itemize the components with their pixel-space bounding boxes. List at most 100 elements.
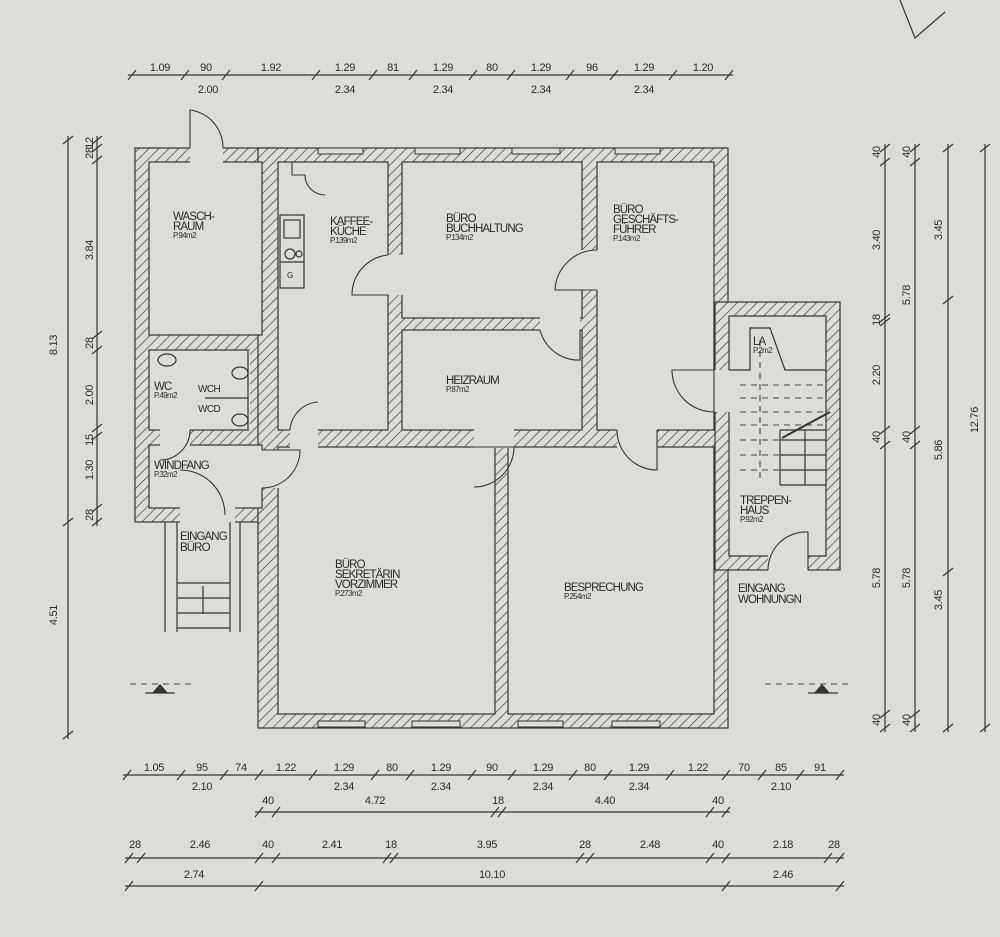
windows xyxy=(317,147,661,728)
dimension-tick xyxy=(757,769,767,781)
dimension-tick xyxy=(370,769,380,781)
dimension-bottom-3: 2.48 xyxy=(640,839,660,851)
dimension-right-3: 3.45 xyxy=(933,220,945,240)
dimension-tick xyxy=(254,769,264,781)
dimension-tick xyxy=(136,852,146,864)
dimension-tick xyxy=(942,567,954,577)
dimension-tick xyxy=(909,709,921,719)
dimension-tick xyxy=(879,440,891,450)
dimension-tick xyxy=(389,852,399,864)
dimension-tick xyxy=(705,806,715,818)
dimension-tick xyxy=(91,143,103,153)
dimension-right-1: 40 xyxy=(871,714,883,726)
dimension-bottom-3: 40 xyxy=(262,839,274,851)
dimension-right-3: 5.86 xyxy=(933,440,945,460)
room-area-la: P.2m2 xyxy=(753,346,773,355)
dimension-tick xyxy=(62,135,74,145)
dimension-bottom-3: 28 xyxy=(129,839,141,851)
dimension-tick xyxy=(795,769,805,781)
dimension-bottom-4: 2.74 xyxy=(184,869,204,881)
room-label-la: LA xyxy=(753,336,766,348)
dimension-left-inner: 28 xyxy=(84,509,96,521)
room-area-buchhaltung: P.134m2 xyxy=(446,233,474,242)
room-buchhaltung xyxy=(401,161,583,319)
dimension-tick xyxy=(942,143,954,153)
entrance-label-buero: EINGANG xyxy=(180,531,228,543)
dimension-right-4: 12.76 xyxy=(969,407,981,433)
dimension-tick xyxy=(879,425,891,435)
room-label-waschraum: WASCH- xyxy=(173,211,215,223)
dimension-bottom-1-upper: 91 xyxy=(814,762,826,774)
dimension-tick xyxy=(879,709,891,719)
room-label-sekretaerin: BÜRO xyxy=(335,559,366,571)
dimension-right-3: 3.45 xyxy=(933,590,945,610)
dimension-top-upper: 81 xyxy=(387,62,399,74)
dimension-tick xyxy=(271,806,281,818)
section-marker-right xyxy=(765,683,850,694)
room-label-geschaeftsfuehrer: BÜRO xyxy=(613,204,644,216)
dimension-bottom-1-lower: 2.34 xyxy=(334,781,354,793)
dimension-tick xyxy=(91,503,103,513)
dimension-tick xyxy=(468,69,478,81)
room-area-sekretaerin: P.273m2 xyxy=(335,589,363,598)
dimension-right-2: 40 xyxy=(901,431,913,443)
room-label-treppenhaus: TREPPEN- xyxy=(740,495,792,507)
dimension-tick xyxy=(91,155,103,165)
dimension-tick xyxy=(879,723,891,733)
dimension-bottom-2: 18 xyxy=(492,795,504,807)
room-kaffeekueche xyxy=(277,161,389,431)
dimension-right-2: 5.78 xyxy=(901,285,913,305)
dimension-bottom-1-upper: 85 xyxy=(775,762,787,774)
dimension-tick xyxy=(603,769,613,781)
room-label-besprechung: BESPRECHUNG xyxy=(564,582,644,594)
room-geschaeftsfuehrer xyxy=(596,161,715,431)
dimension-tick xyxy=(180,69,190,81)
dimension-top-lower: 2.00 xyxy=(198,84,218,96)
dimension-tick xyxy=(568,769,578,781)
room-label-waschraum: RAUM xyxy=(173,221,204,233)
dimension-right-1: 5.78 xyxy=(871,568,883,588)
dimension-tick xyxy=(721,769,731,781)
dimension-bottom-3: 2.41 xyxy=(322,839,342,851)
dimension-tick xyxy=(91,431,103,441)
dimension-top-lower: 2.34 xyxy=(531,84,551,96)
dimension-top-upper: 1.29 xyxy=(634,62,654,74)
dimension-bottom-1-upper: 1.22 xyxy=(688,762,708,774)
dimension-top-upper: 1.29 xyxy=(433,62,453,74)
dimension-tick xyxy=(219,769,229,781)
room-besprechung xyxy=(507,446,715,715)
staircase xyxy=(729,327,831,486)
entrance-steps xyxy=(164,522,241,632)
dimension-top-lower: 2.34 xyxy=(634,84,654,96)
room-label-kaffeekueche: KÜCHE xyxy=(330,226,367,238)
dimension-tick xyxy=(254,852,264,864)
dimension-bottom-1-lower: 2.34 xyxy=(431,781,451,793)
room-area-besprechung: P.254m2 xyxy=(564,592,592,601)
room-label-kaffeekueche: KAFFEE- xyxy=(330,216,373,228)
dimension-left-inner: 1.30 xyxy=(84,460,96,480)
dimension-tick xyxy=(909,723,921,733)
dimension-right-1: 18 xyxy=(871,314,883,326)
dimension-tick xyxy=(879,157,891,167)
dimension-top-upper: 1.92 xyxy=(261,62,281,74)
dimension-bottom-1-upper: 80 xyxy=(386,762,398,774)
dimension-tick xyxy=(124,852,134,864)
dimension-bottom-4: 2.46 xyxy=(773,869,793,881)
room-area-waschraum: P.94m2 xyxy=(173,231,197,240)
dimension-tick xyxy=(585,852,595,864)
dimension-top-upper: 80 xyxy=(486,62,498,74)
dimension-tick xyxy=(368,69,378,81)
room-area-windfang: P.32m2 xyxy=(154,470,178,479)
dimension-tick xyxy=(254,806,264,818)
room-area-heizraum: P.87m2 xyxy=(446,385,470,394)
dimension-tick xyxy=(879,317,891,327)
dimension-tick xyxy=(497,806,507,818)
dimension-tick xyxy=(127,69,137,81)
dimension-tick xyxy=(221,69,231,81)
dimension-right-1: 40 xyxy=(871,431,883,443)
dimension-tick xyxy=(909,157,921,167)
dimension-right-1: 3.40 xyxy=(871,230,883,250)
dimension-bottom-1-upper: 1.22 xyxy=(276,762,296,774)
dimension-bottom-2: 4.72 xyxy=(365,795,385,807)
room-label-wc: WC xyxy=(154,381,172,393)
